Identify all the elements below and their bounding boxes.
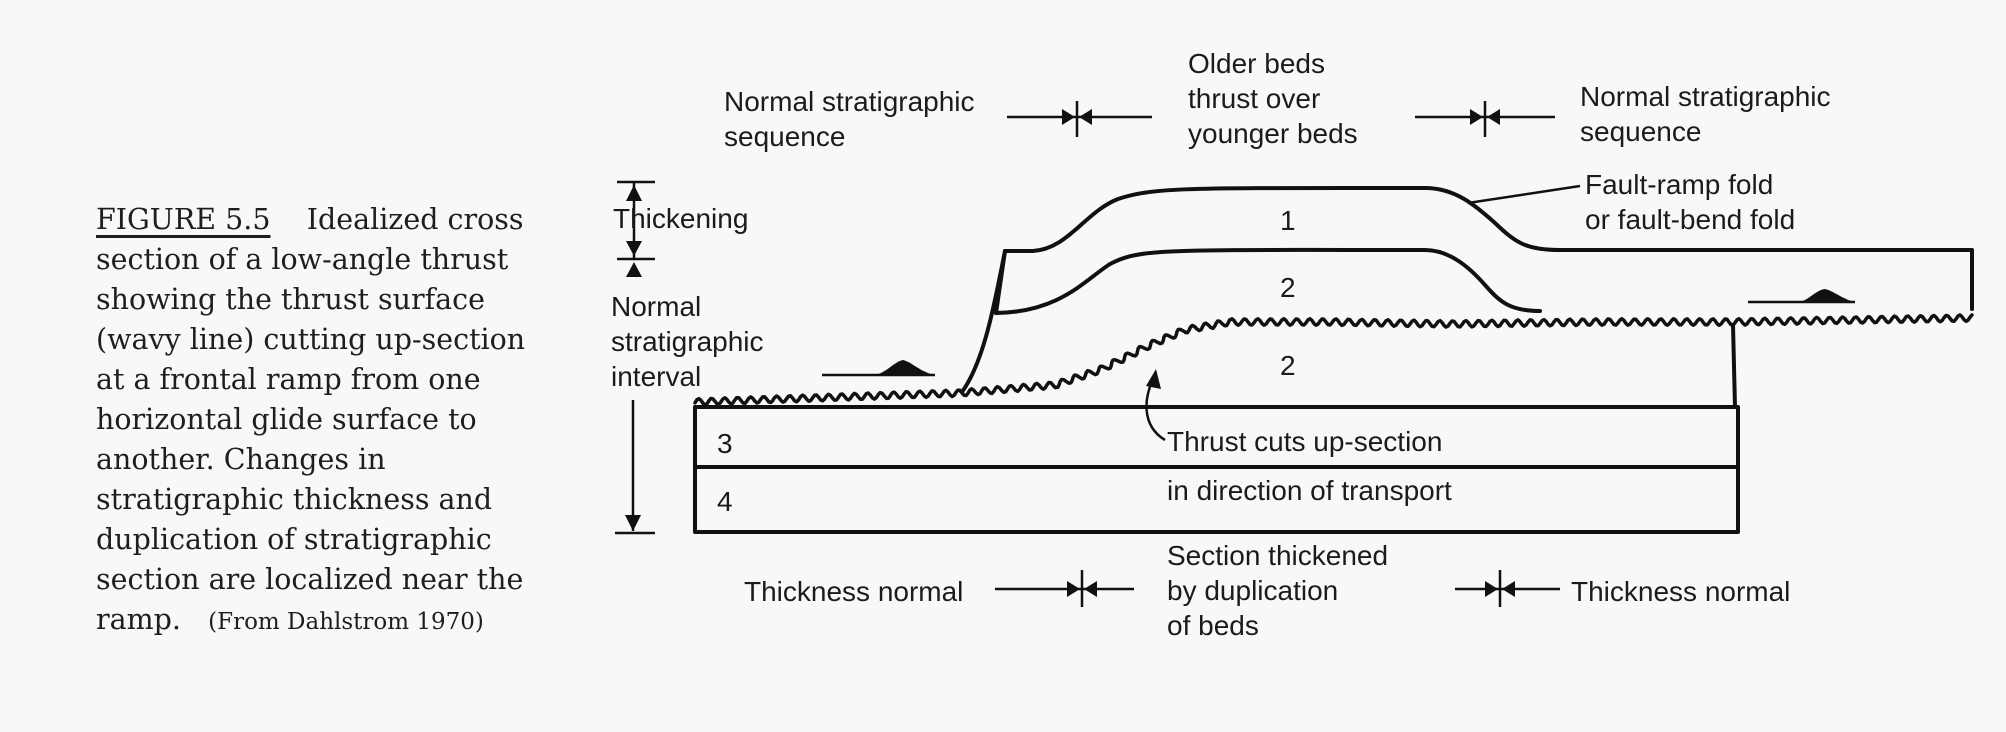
hanging-wall-plate (960, 185, 1974, 394)
fold-leader-line (1467, 184, 1581, 205)
bottom-left-boundary-marker (995, 570, 1134, 607)
top-label-right-line2: sequence (1580, 116, 1701, 147)
thickening-bracket (617, 180, 655, 277)
normal-interval-line2: stratigraphic (611, 326, 764, 357)
thrust-surface-wavy-line (693, 313, 1974, 407)
thrust-note-line1: Thrust cuts up-section (1167, 426, 1442, 457)
fold-label-line1: Fault-ramp fold (1585, 169, 1773, 200)
thickening-label: Thickening (613, 203, 748, 234)
bed-number-upper-1: 1 (1280, 205, 1296, 236)
top-right-boundary-marker (1415, 101, 1555, 137)
top-left-boundary-marker (1007, 101, 1152, 137)
bottom-label-right: Thickness normal (1571, 576, 1790, 607)
top-label-center-line2: thrust over (1188, 83, 1320, 114)
top-label-right-line1: Normal stratigraphic (1580, 81, 1831, 112)
thrust-note-line2: in direction of transport (1167, 475, 1452, 506)
bed-number-upper-2: 2 (1280, 272, 1296, 303)
figure-caption: FIGURE 5.5 Idealized cross section of a … (96, 200, 556, 642)
bed-number-lower-4: 4 (717, 486, 733, 517)
top-label-left-line2: sequence (724, 121, 845, 152)
footwall-block (693, 323, 1740, 534)
caption-source: (From Dahlstrom 1970) (208, 609, 484, 635)
bed-number-lower-3: 3 (717, 428, 733, 459)
bottom-label-center-line2: by duplication (1167, 575, 1338, 606)
top-label-left-line1: Normal stratigraphic (724, 86, 975, 117)
transport-arrow-right (1748, 289, 1855, 304)
bottom-label-center-line1: Section thickened (1167, 540, 1388, 571)
thrust-note-pointer (1145, 369, 1166, 442)
bed-number-lower-2: 2 (1280, 350, 1296, 381)
bottom-right-boundary-marker (1455, 570, 1560, 607)
normal-interval-bracket (615, 400, 655, 535)
fold-label-line2: or fault-bend fold (1585, 204, 1795, 235)
normal-interval-line3: interval (611, 361, 701, 392)
top-label-center-line3: younger beds (1188, 118, 1358, 149)
figure-label: FIGURE 5.5 (96, 203, 271, 236)
normal-interval-line1: Normal (611, 291, 701, 322)
caption-text: Idealized cross section of a low-angle t… (96, 203, 526, 636)
top-label-center-line1: Older beds (1188, 48, 1325, 79)
bottom-label-center-line3: of beds (1167, 610, 1259, 641)
bottom-label-left: Thickness normal (744, 576, 963, 607)
transport-arrow-left (822, 360, 935, 377)
